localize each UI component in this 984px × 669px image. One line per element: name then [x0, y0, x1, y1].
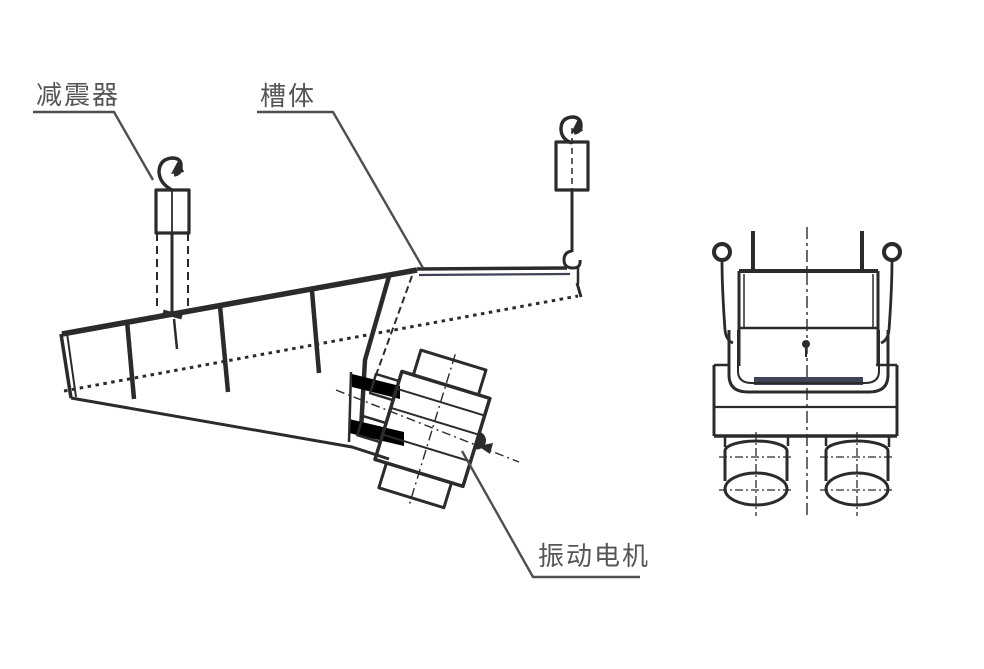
side-view — [59, 115, 590, 510]
base-beam — [712, 363, 899, 438]
shock-absorber-right — [554, 115, 590, 284]
rib — [309, 290, 322, 374]
end-view — [712, 227, 902, 516]
leader-damper — [33, 110, 155, 181]
motor-bracket — [347, 371, 404, 446]
support-post — [358, 272, 393, 430]
hook-tip — [571, 119, 583, 133]
label-vibration-motor: 振动电机 — [538, 541, 651, 571]
eye-ring-left — [712, 242, 732, 262]
trough-side — [59, 266, 583, 461]
label-damper: 减震器 — [36, 80, 121, 110]
rib — [217, 305, 231, 393]
leader-trough — [257, 110, 425, 269]
annotation-leaders — [33, 110, 640, 579]
trough-end — [727, 269, 890, 394]
force-axis — [335, 389, 520, 463]
label-trough: 槽体 — [260, 81, 317, 111]
shock-absorber-left — [154, 156, 191, 350]
vibration-motor — [356, 348, 492, 510]
eye-ring-right — [882, 242, 902, 262]
motor-cylinders — [719, 432, 895, 516]
force-arrow — [478, 443, 493, 454]
lower-hook-icon — [562, 249, 582, 270]
hook-tip — [171, 159, 184, 174]
center-plug — [802, 340, 810, 348]
leader-motor — [460, 450, 640, 579]
rib — [124, 320, 137, 400]
